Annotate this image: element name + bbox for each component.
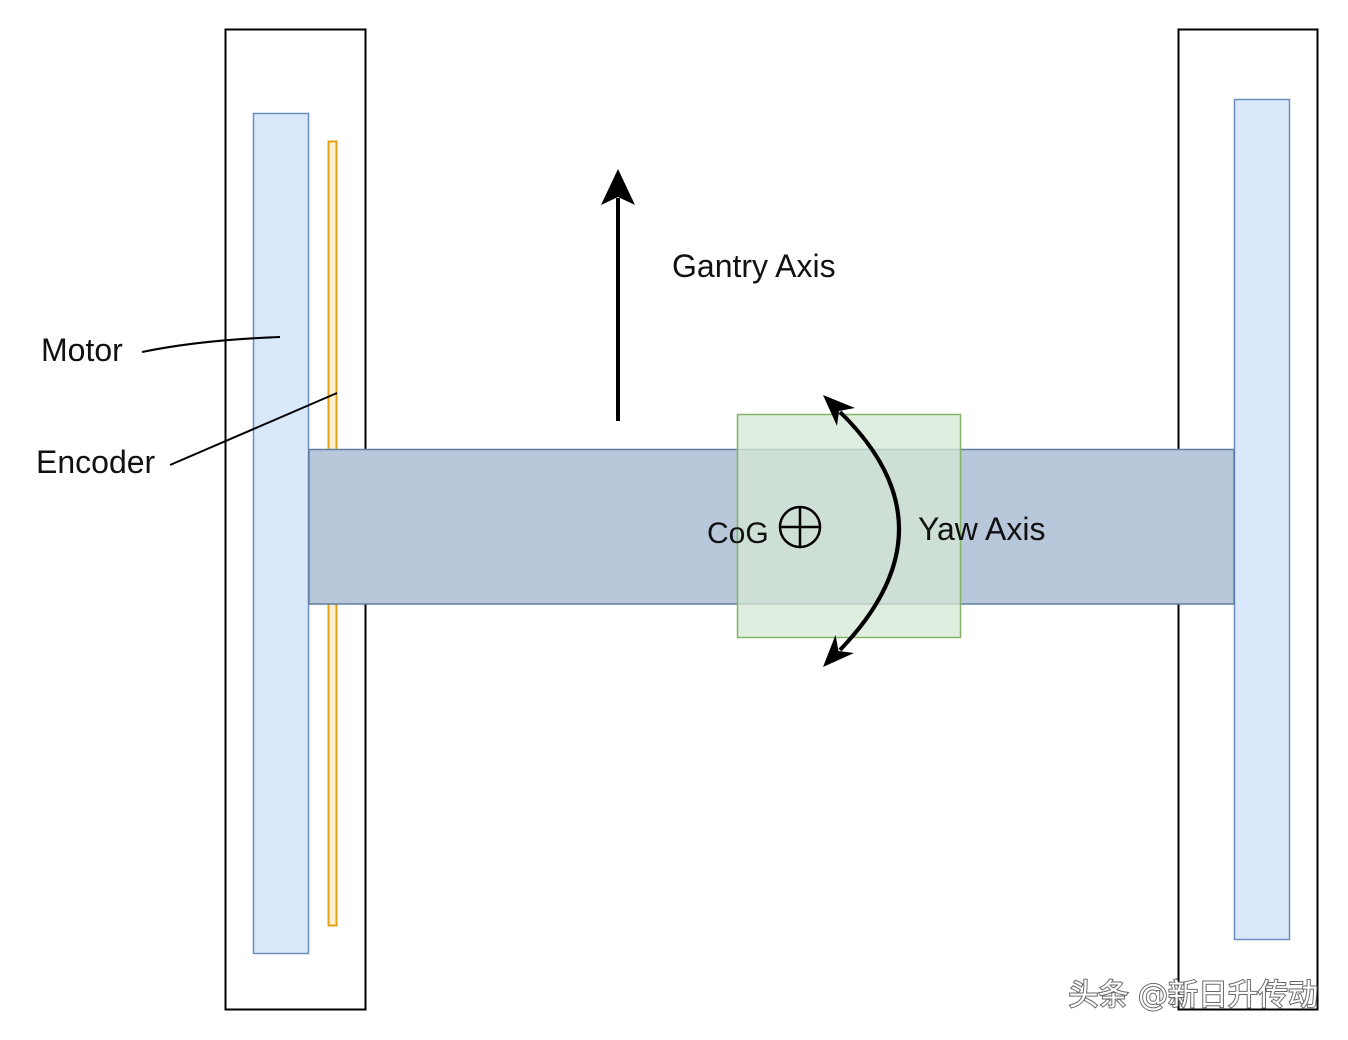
motor-label: Motor xyxy=(41,332,123,368)
yaw-axis-arrow xyxy=(823,395,901,667)
gantry-axis-label: Gantry Axis xyxy=(672,248,836,284)
motor-leader-line xyxy=(141,336,281,353)
cog-label: CoG xyxy=(707,517,769,550)
encoder-label: Encoder xyxy=(36,444,156,480)
right-motor xyxy=(1233,98,1291,941)
watermark: 头条 @新日升传动 xyxy=(1068,978,1318,1013)
yaw-axis-arrowhead-bottom xyxy=(823,635,854,667)
yaw-axis-label: Yaw Axis xyxy=(918,511,1045,547)
yaw-axis-arrowhead-top xyxy=(823,395,855,426)
gantry-axis-arrow xyxy=(601,169,635,421)
carriage xyxy=(736,413,962,639)
cog-crosshair-icon xyxy=(778,505,822,549)
yaw-axis-arc xyxy=(838,410,901,652)
encoder-leader-line xyxy=(169,392,338,466)
left-motor xyxy=(252,112,310,955)
gantry-axis-arrowhead xyxy=(601,169,635,205)
